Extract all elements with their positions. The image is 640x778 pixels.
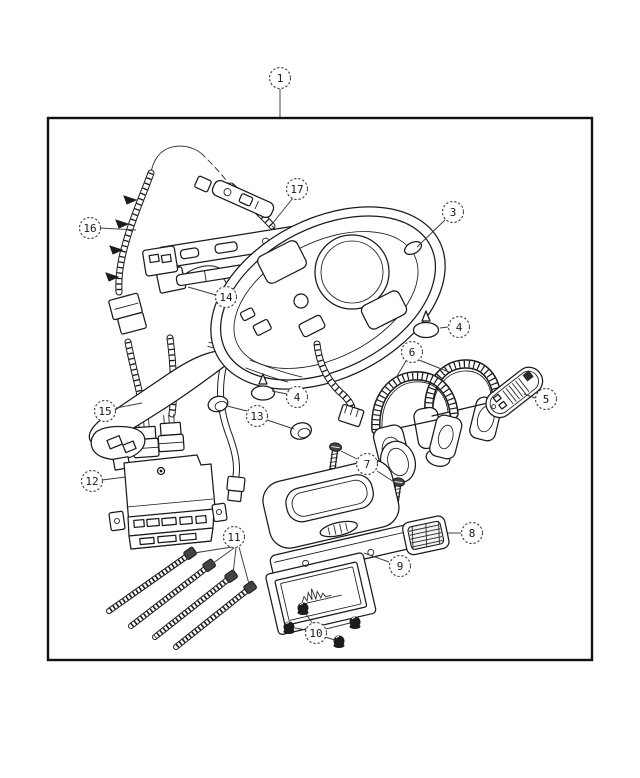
part-clip-b	[250, 373, 276, 401]
callout-8: 8	[460, 521, 484, 545]
part-remote-control	[485, 366, 544, 419]
callout-15-label: 15	[98, 405, 111, 418]
leader-lines	[99, 89, 536, 641]
callout-10: 10	[304, 621, 328, 645]
callout-8-label: 8	[469, 527, 476, 540]
callout-16: 16	[78, 216, 102, 240]
callout-1-label: 1	[277, 72, 284, 85]
part-console-housing	[88, 206, 446, 471]
callout-5: 5	[534, 387, 558, 411]
callout-3-label: 3	[450, 206, 457, 219]
callout-12-label: 12	[85, 475, 98, 488]
callout-4a: 4	[447, 315, 471, 339]
callout-14-label: 14	[219, 291, 233, 304]
callout-13-label: 13	[250, 410, 263, 423]
part-clip-a	[412, 310, 440, 339]
callout-17: 17	[285, 177, 309, 201]
callout-9-label: 9	[397, 560, 404, 573]
part-harness-connectors	[132, 414, 185, 459]
callout-15: 15	[93, 399, 117, 423]
callout-9: 9	[388, 554, 412, 578]
callout-10-label: 10	[309, 627, 322, 640]
part-mounting-screws	[106, 546, 257, 650]
part-cap-nuts	[283, 602, 361, 648]
callout-7-label: 7	[364, 458, 371, 471]
callout-16-label: 16	[83, 222, 96, 235]
callout-11: 11	[222, 525, 246, 549]
callout-17-label: 17	[290, 183, 303, 196]
callout-6: 6	[400, 340, 424, 364]
callout-1: 1	[268, 66, 292, 90]
callout-11-label: 11	[227, 531, 240, 544]
callout-3: 3	[441, 200, 465, 224]
callout-5-label: 5	[543, 393, 550, 406]
callout-13: 13	[245, 404, 269, 428]
part-headphones	[371, 359, 503, 484]
callout-4a-label: 4	[456, 321, 463, 334]
callout-4b-label: 4	[294, 391, 301, 404]
diagram-border	[46, 116, 594, 662]
callout-14: 14	[214, 285, 238, 309]
part-dvd-player	[108, 454, 228, 550]
callout-4b: 4	[285, 385, 309, 409]
callout-12: 12	[80, 469, 104, 493]
part-grommets	[207, 395, 312, 440]
callout-6-label: 6	[409, 346, 416, 359]
callout-7: 7	[355, 452, 379, 476]
part-vent-grille	[402, 515, 450, 556]
